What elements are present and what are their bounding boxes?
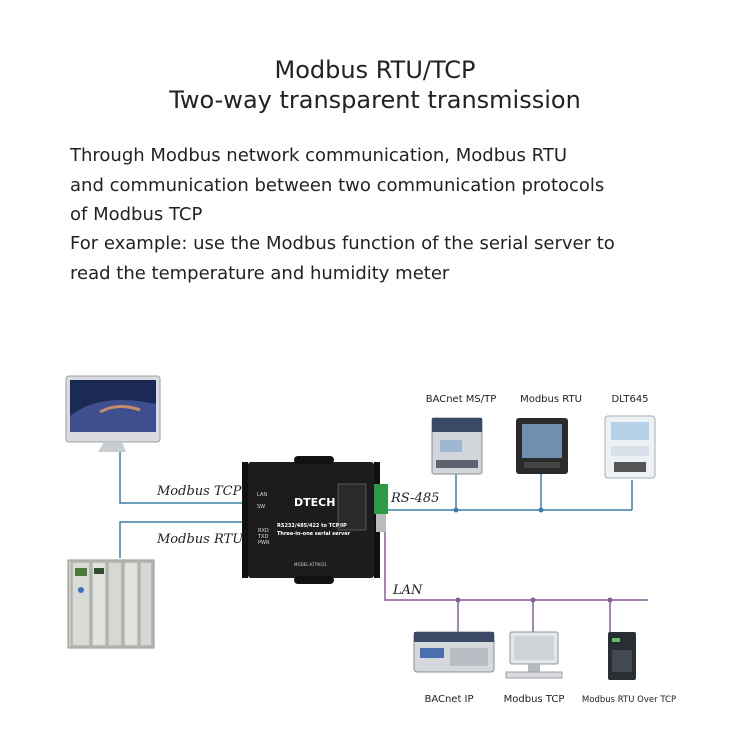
serial-server: LAN SW RXD TXD PWR DTECH RS232/485/422 t… [242, 456, 388, 584]
modbus-rtu-over-tcp-device-icon [608, 632, 636, 680]
title-line-1: Modbus RTU/TCP [274, 56, 476, 84]
description-line-2: and communication between two communicat… [70, 175, 605, 196]
top-device-label-modbus-rtu: Modbus RTU [520, 394, 582, 405]
server-indicator-sw: SW [257, 504, 265, 510]
server-indicator-pwr: PWR [258, 540, 270, 546]
computer-icon [65, 375, 161, 452]
rs485-link-label: RS-485 [390, 491, 439, 506]
description-line-3: of Modbus TCP [70, 204, 203, 225]
rs485-junctions [453, 507, 544, 513]
plc-icon [67, 559, 155, 649]
title-line-2: Two-way transparent transmission [169, 86, 581, 114]
lan-lines [384, 520, 648, 632]
server-model-number: MODEL:IOT9031 [294, 562, 327, 567]
server-indicator-txd: TXD [257, 534, 268, 540]
server-indicator-lan: LAN [257, 492, 267, 498]
lan-junctions [455, 597, 613, 603]
bacnet-mstp-device-icon [431, 417, 483, 475]
description-line-1: Through Modbus network communication, Mo… [70, 145, 568, 166]
desktop-computer-icon [505, 631, 563, 679]
modbus-rtu-link-label: Modbus RTU [156, 532, 244, 547]
modbus-rtu-meter-icon [516, 418, 568, 474]
top-device-label-dlt645: DLT645 [611, 394, 648, 405]
server-model-line-1: RS232/485/422 to TCP/IP [277, 523, 347, 529]
bottom-device-label-modbus-tcp: Modbus TCP [504, 694, 565, 705]
server-model-line-2: Three-in-one serial server [277, 531, 351, 537]
bottom-device-label-modbus-rtu-over-tcp: Modbus RTU Over TCP [582, 695, 676, 705]
dlt645-meter-icon [604, 415, 656, 479]
lan-link-label: LAN [392, 583, 423, 598]
modbus-tcp-link-label: Modbus TCP [156, 484, 242, 499]
description-line-4: For example: use the Modbus function of … [70, 233, 615, 254]
description-line-5: read the temperature and humidity meter [70, 263, 450, 284]
modbus-rtu-link [119, 521, 248, 558]
server-brand: DTECH [294, 496, 335, 509]
bottom-device-label-bacnet-ip: BACnet IP [424, 694, 473, 705]
top-device-label-bacnet-mstp: BACnet MS/TP [426, 394, 497, 405]
serial-lines [119, 448, 633, 558]
lan-bus [384, 520, 648, 601]
server-indicator-rxd: RXD [258, 528, 269, 534]
bacnet-ip-device-icon [413, 631, 495, 673]
modbus-tcp-link [119, 448, 248, 504]
